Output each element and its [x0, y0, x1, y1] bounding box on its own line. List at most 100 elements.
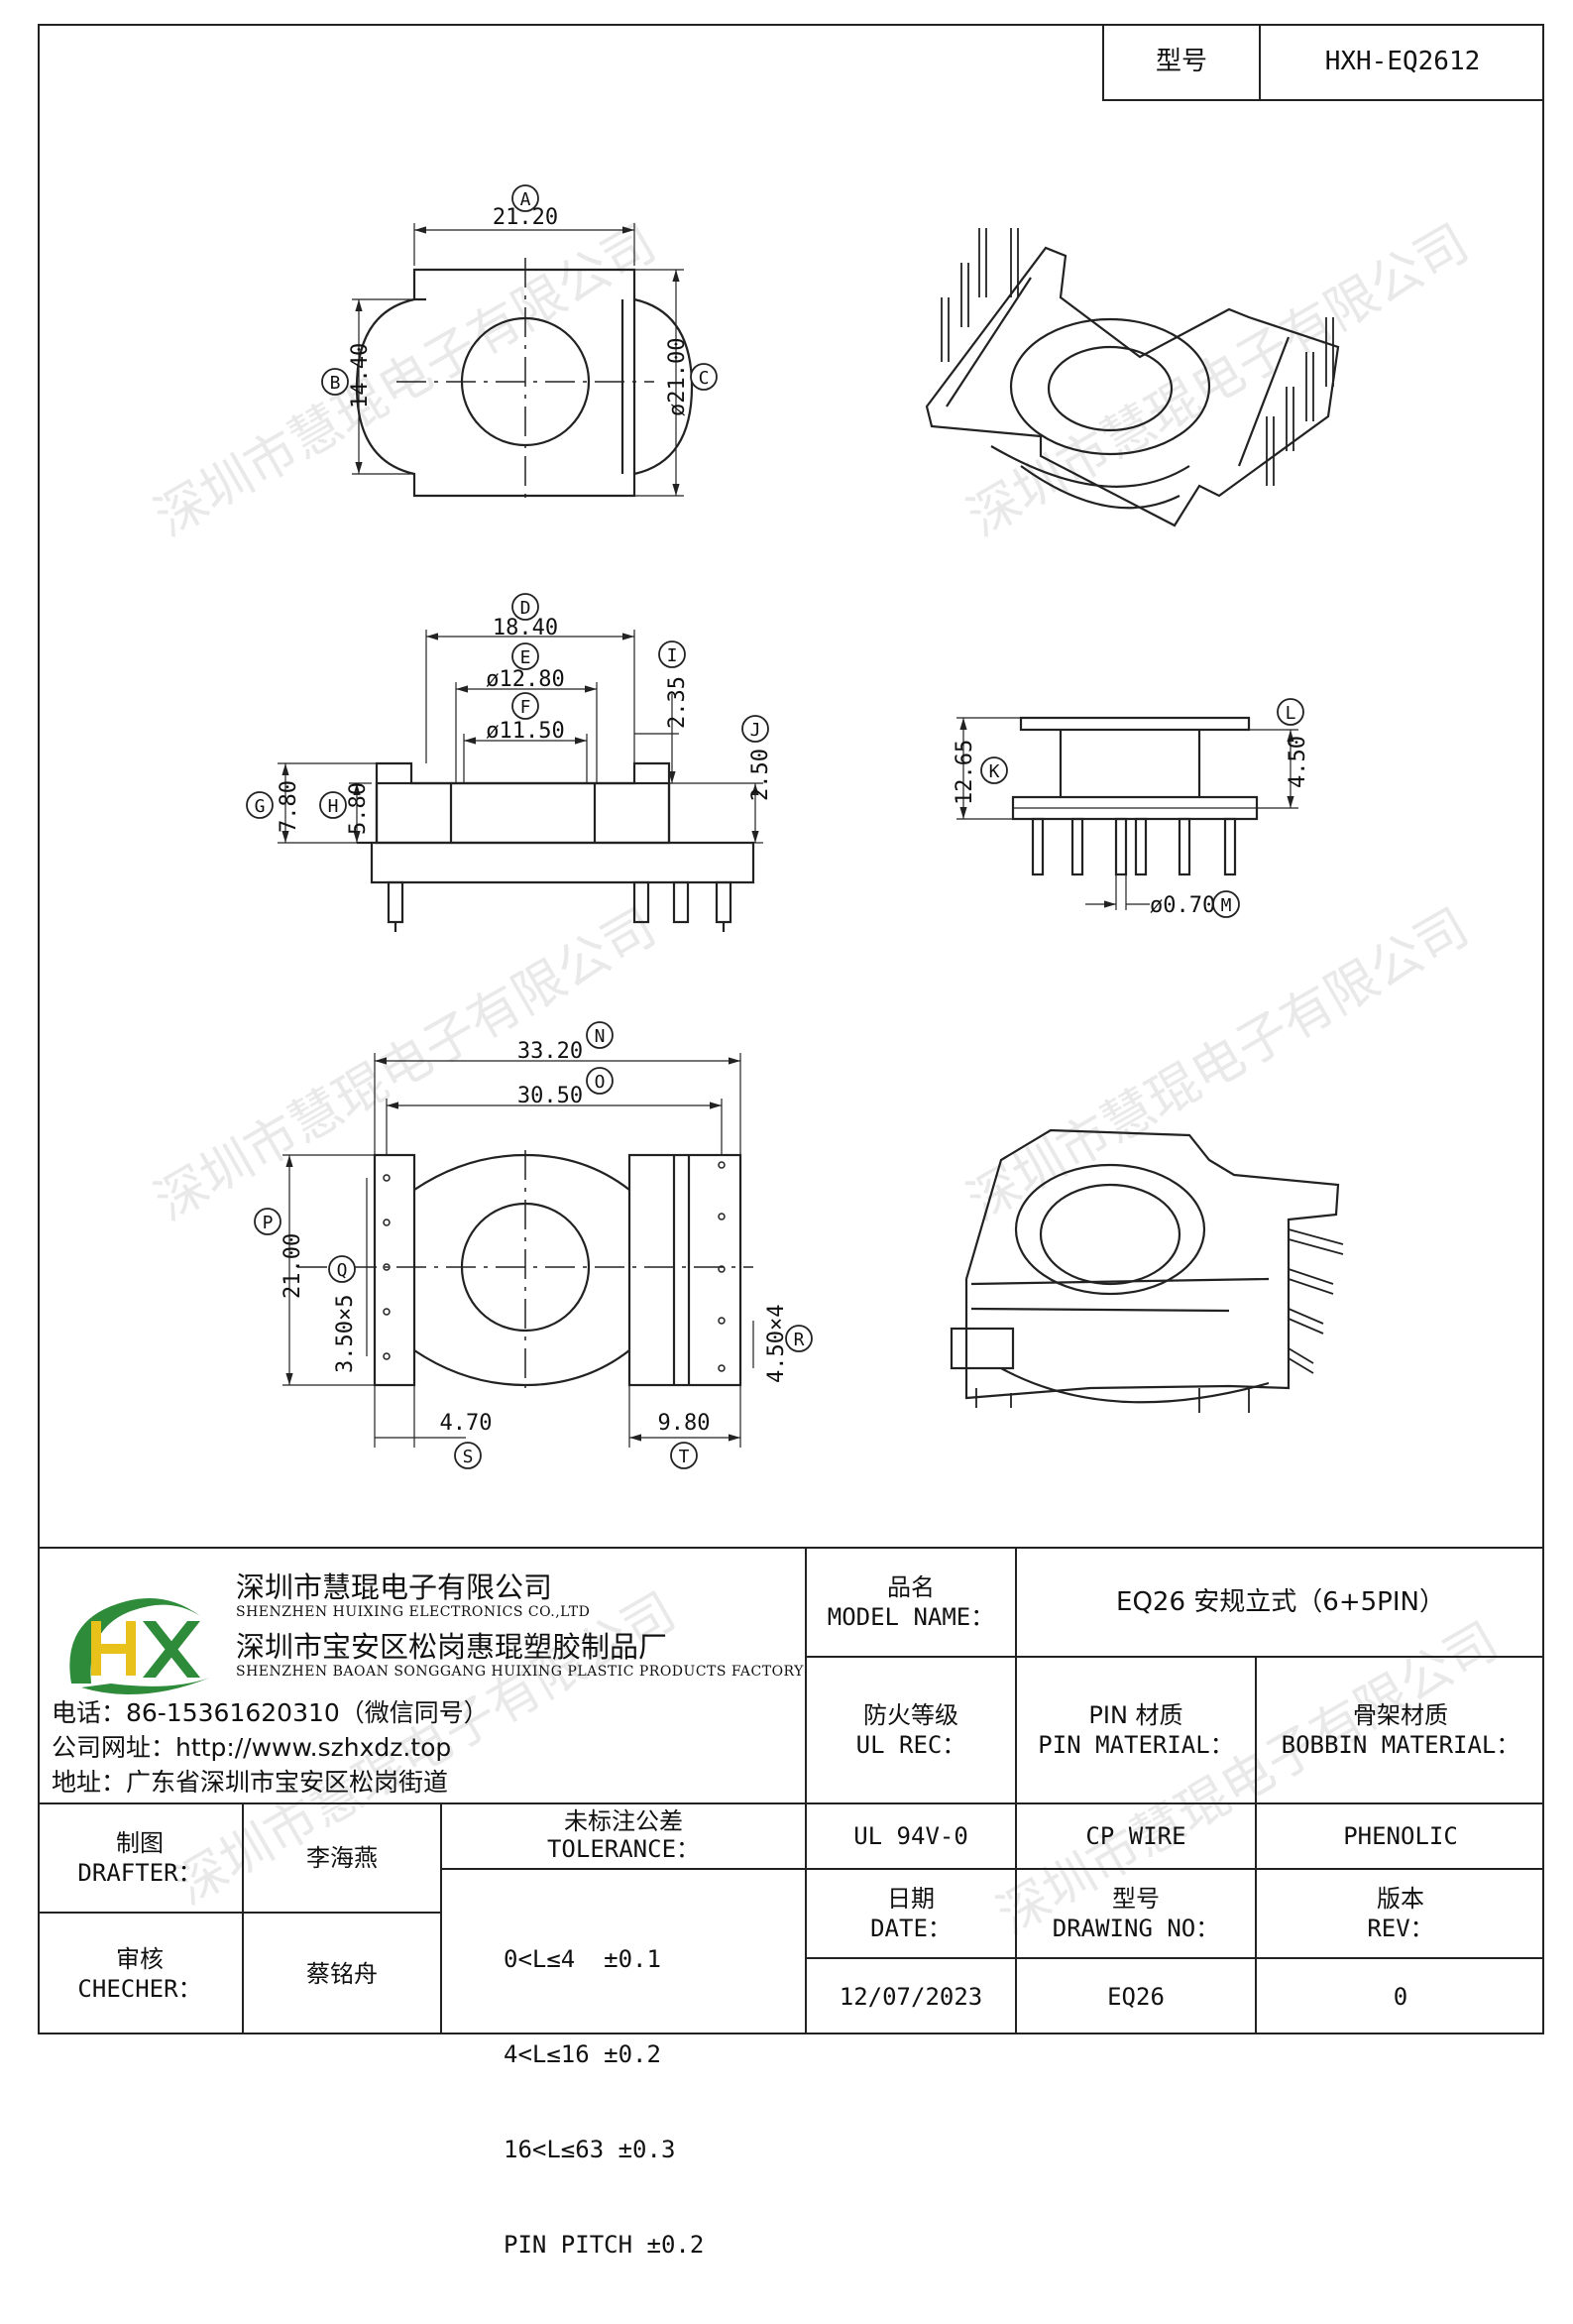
rule: [440, 1802, 442, 2034]
dim-n: 33.20 N: [517, 1021, 614, 1064]
company-logo: [52, 1567, 218, 1695]
checker-value: 蔡铭舟: [306, 1960, 378, 1988]
drawing-no-value: EQ26: [1107, 1983, 1165, 2011]
hx-logo-icon: [69, 1598, 210, 1695]
tolerance-line: PIN PITCH ±0.2: [504, 2231, 705, 2259]
dim-a-letter: A: [520, 189, 531, 210]
drawing-no-label: 型号 DRAWING NO：: [1017, 1870, 1255, 1957]
rev-label: 版本 REV：: [1257, 1870, 1544, 1957]
factory-name-cn: 深圳市宝安区松岗惠琨塑胶制品厂: [236, 1630, 668, 1664]
dim-r-value: 4.50×4: [764, 1305, 789, 1383]
date-label-cn: 日期: [887, 1885, 935, 1913]
dim-q-letter: Q: [337, 1260, 348, 1281]
ul-rec-label-cn: 防火等级: [863, 1701, 958, 1729]
isometric-view-top: [925, 228, 1340, 527]
model-value: HXH-EQ2612: [1324, 46, 1481, 76]
dim-p: P 21.00: [254, 1208, 305, 1299]
front-view: [278, 630, 763, 932]
title-block: 深圳市慧琨电子有限公司 SHENZHEN HUIXING ELECTRONICS…: [38, 1547, 1544, 2259]
ul-rec-label: 防火等级 UL REC：: [807, 1658, 1015, 1802]
dim-q: Q 3.50×5: [328, 1255, 358, 1373]
dim-b-letter: B: [330, 373, 341, 394]
dim-p-letter: P: [263, 1213, 274, 1233]
date-label: 日期 DATE：: [807, 1870, 1015, 1957]
dim-e-letter: E: [520, 647, 531, 668]
dim-l-value: 4.50: [1286, 736, 1310, 788]
dim-s-value: 4.70: [440, 1411, 493, 1436]
drafter-label-cn: 制图: [116, 1829, 164, 1857]
pin-material-label-en: PIN MATERIAL：: [1038, 1731, 1234, 1759]
dim-a-value: 21.20: [493, 205, 558, 230]
model-name-value: EQ26 安规立式（6+5PIN）: [1116, 1586, 1445, 1617]
rule: [1015, 1547, 1017, 2034]
company-phone: 电话：86-15361620310（微信同号）: [52, 1698, 489, 1727]
dim-o-letter: O: [595, 1072, 606, 1093]
bobbin-material-label-en: BOBBIN MATERIAL：: [1281, 1731, 1520, 1759]
checker-label: 审核 CHECHER：: [38, 1914, 242, 2034]
dimension-labels: A 21.20 B 14.40 C ø21.00 D 18.40 E ø12.8…: [246, 184, 1310, 1469]
tolerance-table: 0<L≤4 ±0.1 4<L≤16 ±0.2 16<L≤63 ±0.3 PIN …: [504, 1880, 704, 2324]
factory-name-en: SHENZHEN BAOAN SONGGANG HUIXING PLASTIC …: [236, 1664, 804, 1680]
isometric-view-bottom: [950, 1128, 1344, 1413]
checker-label-en: CHECHER：: [77, 1975, 202, 2003]
dim-e-value: ø12.80: [486, 667, 564, 692]
rule: [805, 1656, 1544, 1658]
dim-b: B 14.40: [321, 343, 373, 408]
dim-s-letter: S: [463, 1447, 474, 1467]
tolerance-label-cn: 未标注公差: [564, 1807, 683, 1836]
dim-m-value: ø0.70: [1150, 893, 1215, 918]
drawing-no-label-cn: 型号: [1112, 1885, 1160, 1913]
dim-m-letter: M: [1221, 895, 1232, 916]
date-value: 12/07/2023: [839, 1983, 983, 2011]
model-name-label: 品名 MODEL NAME：: [807, 1549, 1015, 1656]
dim-h-letter: H: [328, 796, 339, 817]
drafter-value: 李海燕: [306, 1844, 378, 1872]
technical-drawing: A 21.20 B 14.40 C ø21.00 D 18.40 E ø12.8…: [246, 184, 1344, 1469]
rev-label-en: REV：: [1367, 1915, 1434, 1942]
rule: [38, 1802, 1544, 1804]
rule: [805, 1547, 807, 2034]
company-name-en: SHENZHEN HUIXING ELECTRONICS CO.,LTD: [236, 1604, 591, 1620]
top-view: [352, 223, 694, 501]
dim-b-value: 14.40: [348, 343, 373, 408]
tolerance-line: 0<L≤4 ±0.1: [504, 1945, 661, 1973]
dim-j: J 2.50: [741, 715, 773, 801]
rule: [242, 1802, 244, 2034]
rev-value: 0: [1393, 1983, 1408, 2011]
ul-rec-label-en: UL REC：: [855, 1731, 966, 1759]
tolerance-line: 16<L≤63 ±0.3: [504, 2136, 676, 2163]
dim-f: F ø11.50: [486, 692, 565, 744]
dim-d: D 18.40: [493, 593, 558, 640]
dim-i: I 2.35: [658, 640, 690, 729]
dim-c-value: ø21.00: [665, 338, 690, 416]
dim-m: ø0.70 M: [1150, 890, 1240, 918]
dim-k: K 12.65: [953, 740, 1008, 805]
tolerance-line: 4<L≤16 ±0.2: [504, 2040, 661, 2068]
header-model-box: 型号 HXH-EQ2612: [1102, 24, 1544, 101]
model-name-label-cn: 品名: [887, 1573, 935, 1601]
dim-t-letter: T: [679, 1447, 690, 1467]
bobbin-material-label: 骨架材质 BOBBIN MATERIAL：: [1257, 1658, 1544, 1802]
dim-a: A 21.20: [493, 184, 558, 230]
rule: [38, 1912, 440, 1914]
dim-h-value: 5.80: [346, 782, 371, 835]
tolerance-label-en: TOLERANCE：: [546, 1835, 701, 1863]
rule: [805, 1957, 1544, 1959]
dim-t-value: 9.80: [658, 1411, 711, 1436]
dim-q-value: 3.50×5: [333, 1295, 358, 1373]
rev-label-cn: 版本: [1377, 1885, 1424, 1913]
ul-rec-value: UL 94V-0: [853, 1822, 968, 1850]
dim-r-letter: R: [794, 1330, 805, 1350]
dim-l: L 4.50: [1277, 698, 1310, 788]
dim-d-letter: D: [520, 598, 531, 619]
drafter-label-en: DRAFTER：: [77, 1859, 202, 1887]
drawing-frame: [38, 24, 1544, 2034]
company-website: 公司网址：http://www.szhxdz.top: [52, 1733, 452, 1762]
dim-n-letter: N: [595, 1026, 606, 1047]
dim-e: E ø12.80: [486, 642, 565, 692]
bobbin-material-value: PHENOLIC: [1343, 1822, 1458, 1850]
drafter-label: 制图 DRAFTER：: [38, 1804, 242, 1912]
side-view: [956, 716, 1298, 910]
pin-material-label-cn: PIN 材质: [1088, 1701, 1183, 1729]
model-label: 型号: [1104, 24, 1261, 99]
